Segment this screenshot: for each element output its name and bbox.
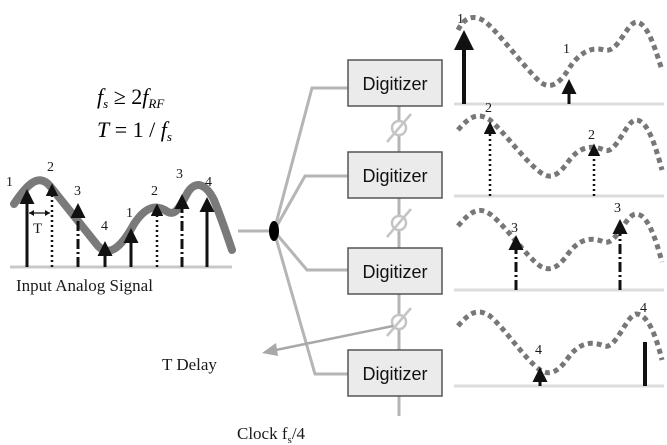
output-curve-2 (456, 113, 665, 179)
digitizer-box-4 (347, 349, 443, 397)
delay-pointer-line (265, 324, 394, 354)
output-label-1b: 1 (563, 42, 570, 57)
delay-slash-3 (386, 307, 412, 337)
output-panel-1: 1 1 (454, 12, 665, 106)
delay-pointer-arrowhead (262, 343, 278, 356)
eq2-rest: = 1 / (109, 117, 161, 142)
delay-element-1 (386, 113, 412, 143)
input-sample-label-6: 2 (151, 184, 158, 199)
eq1-rf-sub: RF (147, 96, 165, 111)
input-sample-label-5: 1 (126, 206, 133, 221)
delay-label: T Delay (162, 355, 217, 374)
digitizer-1: Digitizer (347, 59, 443, 107)
clock-label-suffix: /4 (292, 424, 306, 443)
digitizer-label-1: Digitizer (362, 74, 427, 94)
eq2-f-sub: s (167, 129, 172, 144)
eq1-f-sub: s (103, 96, 108, 111)
sampling-equations: fs ≥ 2fRF T = 1 / fs (97, 84, 172, 144)
output-label-2a: 2 (485, 101, 492, 116)
period-equation: T = 1 / fs (97, 117, 172, 144)
digitizer-label-4: Digitizer (362, 364, 427, 384)
output-curve-3 (456, 208, 665, 272)
digitizer-2: Digitizer (347, 151, 443, 199)
nyquist-equation: fs ≥ 2fRF (97, 84, 165, 111)
eq1-f2: f (142, 84, 151, 109)
eq1-relation: ≥ 2 (108, 84, 142, 109)
input-sample-label-2: 2 (47, 160, 54, 175)
output-curve-4 (456, 309, 665, 376)
input-sample-label-4: 4 (101, 219, 108, 234)
output-label-4b: 4 (640, 301, 647, 316)
branch-wire-4 (272, 230, 348, 376)
output-label-2b: 2 (588, 128, 595, 143)
signal-distribution (238, 86, 348, 376)
eq2-T: T (97, 117, 111, 142)
delay-slash-2 (386, 208, 412, 238)
eq2-f: f (161, 117, 170, 142)
input-sample-label-3: 3 (74, 184, 81, 199)
output-panel-2: 2 2 (454, 101, 665, 198)
digitizer-3: Digitizer (347, 247, 443, 295)
input-signal-label: Input Analog Signal (16, 276, 153, 295)
digitizer-box-3 (347, 247, 443, 295)
input-analog-curve (10, 176, 236, 255)
output-panel-3: 3 3 (454, 201, 665, 292)
delay-slash-1 (386, 113, 412, 143)
digitizer-box-1 (347, 59, 443, 107)
period-label: T (33, 221, 42, 237)
eq1-f: f (97, 84, 106, 109)
digitizer-label-2: Digitizer (362, 166, 427, 186)
digitizer-4: Digitizer (347, 349, 443, 397)
output-label-3a: 3 (511, 221, 518, 236)
input-sample-label-8: 4 (205, 175, 212, 190)
input-signal-panel: 1 2 3 4 1 2 3 4 T Input Analog Signal (6, 160, 236, 295)
branch-wire-2 (272, 174, 348, 232)
branch-wire-1 (272, 86, 348, 232)
branch-wire-3 (272, 230, 348, 272)
output-label-1a: 1 (457, 12, 464, 27)
digitizer-label-3: Digitizer (362, 262, 427, 282)
delay-element-3 (386, 307, 412, 337)
clock-label: Clock fs/4 (237, 424, 306, 445)
output-label-4a: 4 (535, 343, 542, 358)
input-sample-label-1: 1 (6, 175, 13, 190)
delay-element-2 (386, 208, 412, 238)
output-curve-1 (455, 15, 665, 88)
output-panel-4: 4 4 (454, 301, 665, 388)
clock-label-prefix: Clock f (237, 424, 288, 443)
clock-label-sub: s (288, 434, 292, 445)
output-label-3b: 3 (614, 201, 621, 216)
digitizer-box-2 (347, 151, 443, 199)
input-sample-label-7: 3 (176, 167, 183, 182)
power-splitter-node (269, 221, 279, 241)
period-marker-arrowheads (29, 210, 50, 216)
